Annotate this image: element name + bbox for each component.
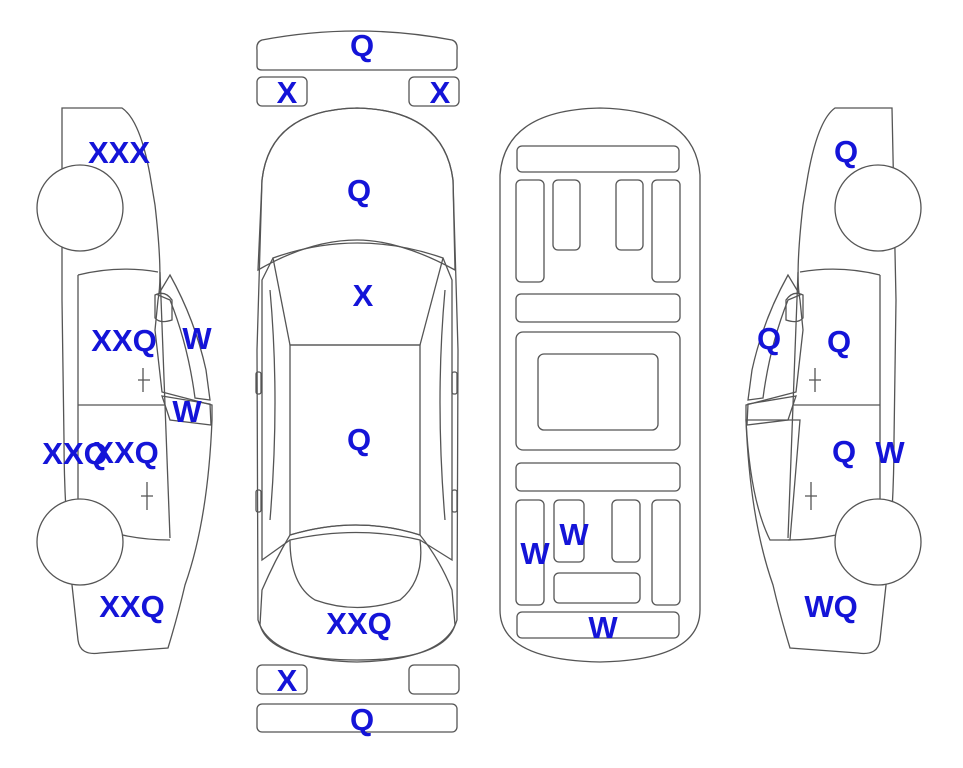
label-front-right-corner: X: [430, 75, 451, 110]
ub-right-inner: [615, 179, 644, 251]
ub-right-rear-rail: [651, 499, 681, 606]
label-left-rear-window: W: [172, 394, 202, 429]
label-front-left-corner: X: [277, 75, 298, 110]
rear-window[interactable]: [259, 524, 456, 661]
label-floor-front-left: W: [520, 536, 550, 571]
left-rear-window[interactable]: [161, 395, 212, 426]
right-rear-window-glass: [746, 395, 797, 426]
right-rear-marker: [451, 489, 458, 513]
left-front-wheel: [36, 164, 124, 252]
left-handle-front: [138, 368, 150, 392]
ub-front-bar: [516, 145, 680, 173]
top-view: [255, 30, 460, 733]
label-roof: Q: [347, 422, 371, 457]
label-right-rear-window: W: [875, 435, 905, 470]
label-left-rear-door: XXQ: [93, 435, 158, 470]
label-floor-rear: W: [588, 610, 618, 645]
label-floor-front-mid: W: [559, 517, 589, 552]
label-right-rear-door: Q: [832, 434, 856, 469]
windshield[interactable]: [272, 242, 444, 346]
label-rear-corner: X: [277, 663, 298, 698]
label-right-front-fender: Q: [834, 134, 858, 169]
underbody-view: [499, 107, 701, 663]
label-hood: Q: [347, 173, 371, 208]
front-right-corner[interactable]: [408, 76, 460, 107]
label-right-windshield-pillar: Q: [757, 321, 781, 356]
rear-bumper[interactable]: [256, 703, 458, 733]
label-right-front-door: Q: [827, 324, 851, 359]
right-side-view: [745, 107, 922, 655]
front-left-corner[interactable]: [256, 76, 308, 107]
right-door-line-e: [787, 271, 799, 539]
label-front-bumper: Q: [350, 28, 374, 63]
right-front-wheel: [834, 164, 922, 252]
left-door-line-e: [159, 271, 171, 539]
trunk-area: [289, 531, 422, 609]
hood[interactable]: [257, 107, 456, 272]
left-handle-rear: [141, 482, 153, 510]
ub-cross-2: [515, 462, 681, 492]
front-bumper[interactable]: [256, 30, 458, 71]
right-handle-front: [809, 368, 821, 392]
rear-corner-left[interactable]: [256, 664, 308, 695]
floor-front-mid[interactable]: [553, 499, 585, 563]
right-side-line: [439, 289, 446, 521]
right-pillar: [419, 257, 453, 562]
ub-mid-right: [611, 499, 641, 563]
left-side-view: [36, 107, 213, 655]
label-right-quarter: WQ: [804, 589, 857, 624]
right-handle-rear: [805, 482, 817, 510]
right-lower-panel: [745, 419, 801, 541]
ub-right-rail: [651, 179, 681, 283]
label-left-front-fender: XXX: [88, 135, 150, 170]
label-left-quarter: XXQ: [99, 589, 164, 624]
underbody-outline: [499, 107, 701, 663]
right-rear-wheel: [834, 498, 922, 586]
ub-center-frame: [515, 331, 681, 451]
ub-cross-1: [515, 293, 681, 323]
left-rear-wheel: [36, 498, 124, 586]
label-windshield: X: [353, 278, 374, 313]
right-front-window[interactable]: [747, 273, 801, 401]
ub-center-panel: [537, 353, 659, 431]
left-door-line-a: [77, 268, 159, 276]
right-door-line-a: [799, 268, 881, 276]
label-rear-bumper: Q: [350, 702, 374, 737]
label-left-rocker: XXQ: [42, 436, 107, 471]
left-rear-marker: [255, 489, 262, 513]
floor-rear[interactable]: [516, 611, 680, 639]
left-front-window[interactable]: [157, 273, 211, 401]
damage-labels: Q X X Q X Q XXQ X Q XXX XXQ W W XXQ XXQ …: [42, 28, 905, 737]
floor-front-left[interactable]: [515, 499, 545, 606]
left-mirror-top: [255, 371, 262, 395]
ub-left-inner: [552, 179, 581, 251]
rear-corner-right[interactable]: [408, 664, 460, 695]
left-side-line: [269, 289, 276, 521]
ub-left-rail: [515, 179, 545, 283]
right-mirror-top: [451, 371, 458, 395]
label-rear-window: XXQ: [326, 606, 391, 641]
ub-rear-cross: [553, 572, 641, 604]
label-left-front-window: W: [182, 321, 212, 356]
label-left-front-door: XXQ: [91, 323, 156, 358]
left-pillar: [261, 257, 291, 562]
